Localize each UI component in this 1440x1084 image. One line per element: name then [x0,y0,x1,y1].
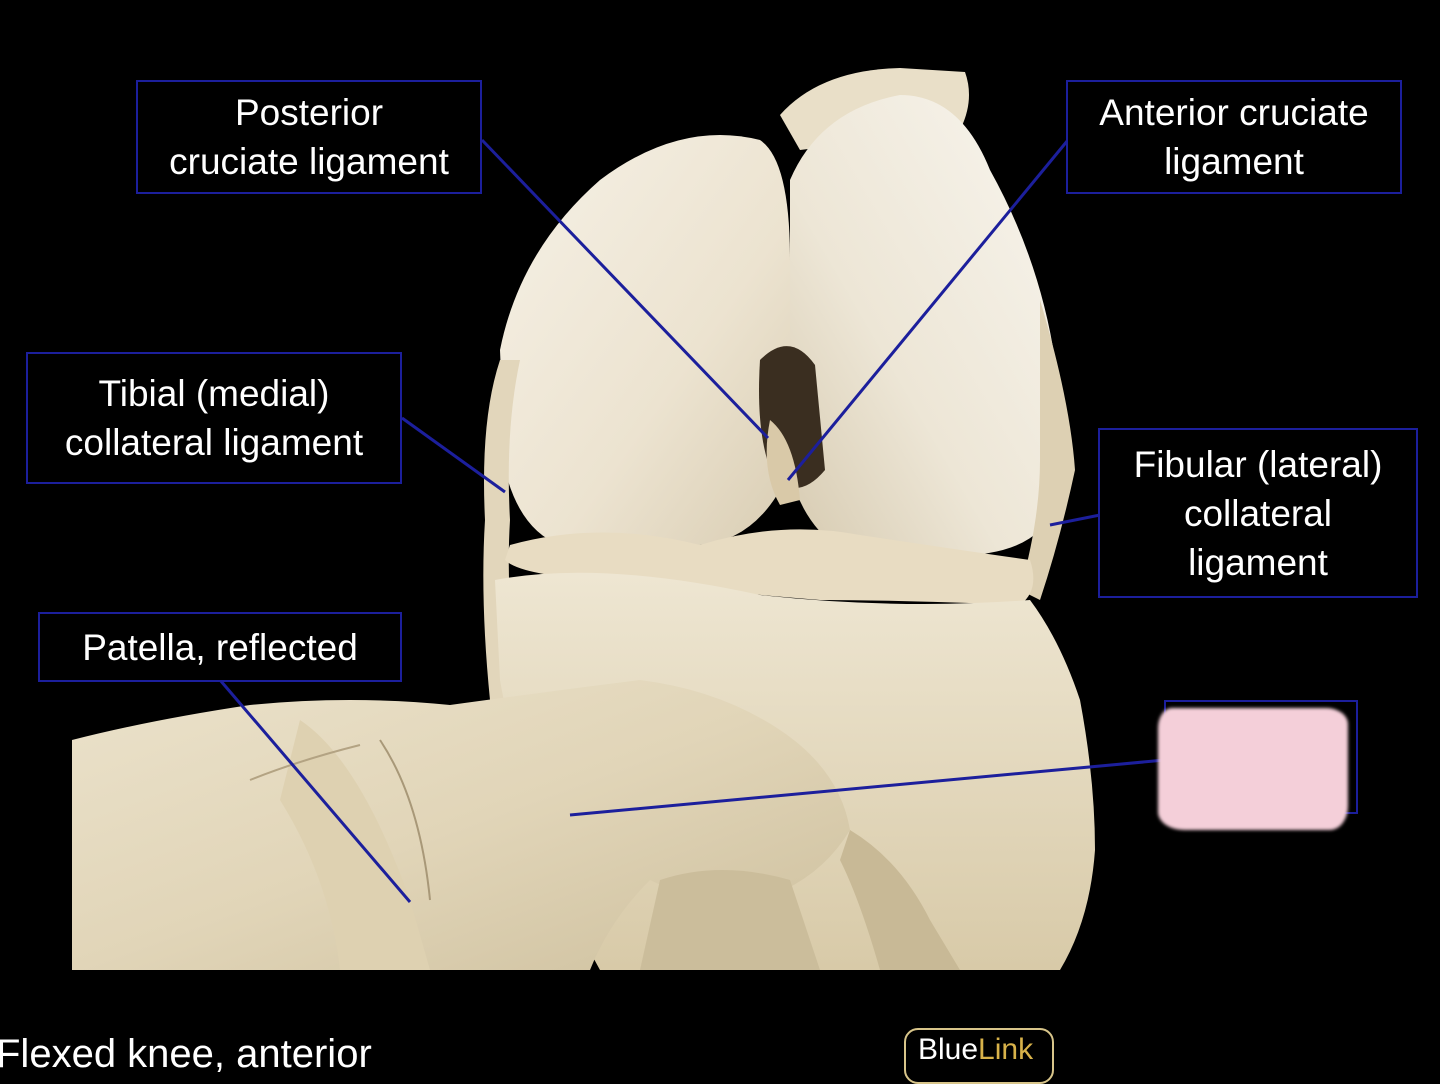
label-line: ligament [1188,541,1328,583]
label-line: cruciate ligament [169,141,449,182]
acl-leader-line [786,139,1070,481]
pcl-leader-line [480,138,770,440]
meniscus [505,529,1034,605]
label-line: collateral [1183,492,1333,534]
tibial-leader-line [401,416,506,494]
label-line: Patella, reflected [82,626,358,668]
label-line: Anterior cruciate [1099,92,1369,133]
label-fibular-collateral-ligament: Fibular (lateral) collateral ligament [1098,428,1418,598]
joint-capsule-left [483,360,520,700]
reflected-patella [72,680,850,970]
label-anterior-cruciate-ligament: Anterior cruciate ligament [1066,80,1402,194]
leader-lines [218,138,1166,903]
label-line: Posterior [234,92,384,133]
slide-caption: Flexed knee, anterior [0,1032,372,1076]
knee-dissection-photo [72,68,1166,970]
bluelink-logo: BlueLink [904,1028,1054,1084]
patella-leader-line [218,679,412,903]
label-line: ligament [1164,141,1304,182]
label-patella-reflected: Patella, reflected [38,612,402,682]
logo-text-part2: Link [978,1033,1034,1066]
redacted-leader-line [569,758,1166,817]
lateral-femoral-condyle [790,95,1058,556]
label-line: collateral ligament [64,422,364,463]
redacted-label-patch [1158,708,1348,830]
label-tibial-collateral-ligament: Tibial (medial) collateral ligament [26,352,402,484]
joint-capsule-right [1020,300,1075,600]
fibular-leader-line [1049,513,1101,527]
label-posterior-cruciate-ligament: Posterior cruciate ligament [136,80,482,194]
anatomy-slide: Posterior cruciate ligament Anterior cru… [0,68,1418,1084]
redacted-label-box [1158,700,1358,830]
label-line: Tibial (medial) [98,373,330,414]
medial-femoral-condyle [500,135,790,545]
label-line: Fibular (lateral) [1133,443,1383,485]
logo-text-part1: Blue [918,1033,979,1066]
